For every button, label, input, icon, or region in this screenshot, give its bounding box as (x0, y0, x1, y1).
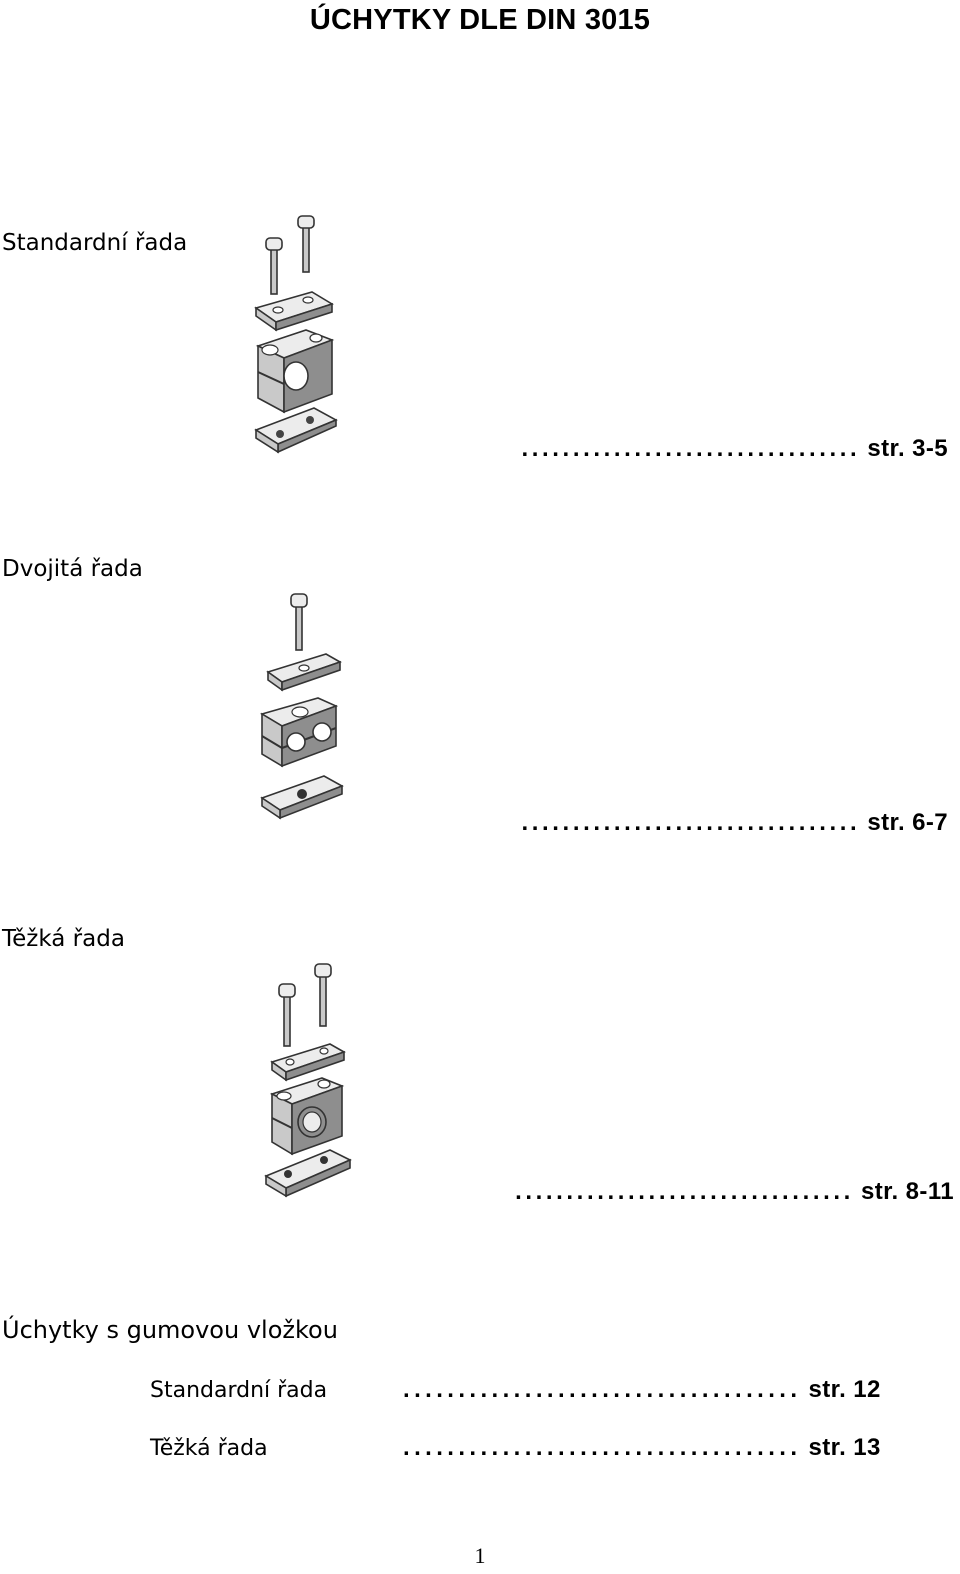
bolt-left (278, 983, 296, 1047)
page-ref: str. 8-11 (860, 1178, 954, 1205)
leader-dots: ................................. (521, 435, 861, 462)
section-label-heavy: Těžká řada (2, 926, 125, 952)
section-label-double: Dvojitá řada (2, 556, 143, 582)
leader-dots: ................................. (515, 1178, 854, 1205)
toc-entry-rubber-standard: .................................... str… (403, 1376, 881, 1404)
toc-entry-rubber-heavy: .................................... str… (403, 1434, 881, 1462)
clamp-double-series-illustration (260, 593, 344, 820)
page-title: ÚCHYTKY DLE DIN 3015 (309, 4, 651, 36)
leader-dots: .................................... (403, 1434, 802, 1461)
page-ref: str. 13 (808, 1434, 881, 1461)
toc-entry-heavy: ................................. str. 8… (515, 1178, 954, 1206)
rubber-item-label-standard: Standardní řada (150, 1378, 328, 1403)
bolt (290, 593, 308, 651)
page-number: 1 (474, 1543, 486, 1568)
leader-dots: .................................... (403, 1376, 802, 1403)
page-ref: str. 3-5 (867, 435, 948, 462)
section-label-standard: Standardní řada (2, 230, 188, 256)
section-heading-rubber: Úchytky s gumovou vložkou (2, 1316, 338, 1344)
leader-dots: ................................. (521, 809, 861, 836)
rubber-item-label-heavy: Těžká řada (150, 1436, 268, 1461)
clamp-standard-series-illustration (254, 215, 338, 454)
page-ref: str. 6-7 (867, 809, 948, 836)
toc-entry-double: ................................. str. 6… (521, 809, 948, 837)
toc-entry-standard: ................................. str. 3… (521, 435, 948, 463)
page-ref: str. 12 (808, 1376, 881, 1403)
bolt-right (297, 215, 315, 273)
bolt-left (265, 237, 283, 295)
bolt-right (314, 963, 332, 1027)
clamp-heavy-series-illustration (264, 963, 352, 1198)
